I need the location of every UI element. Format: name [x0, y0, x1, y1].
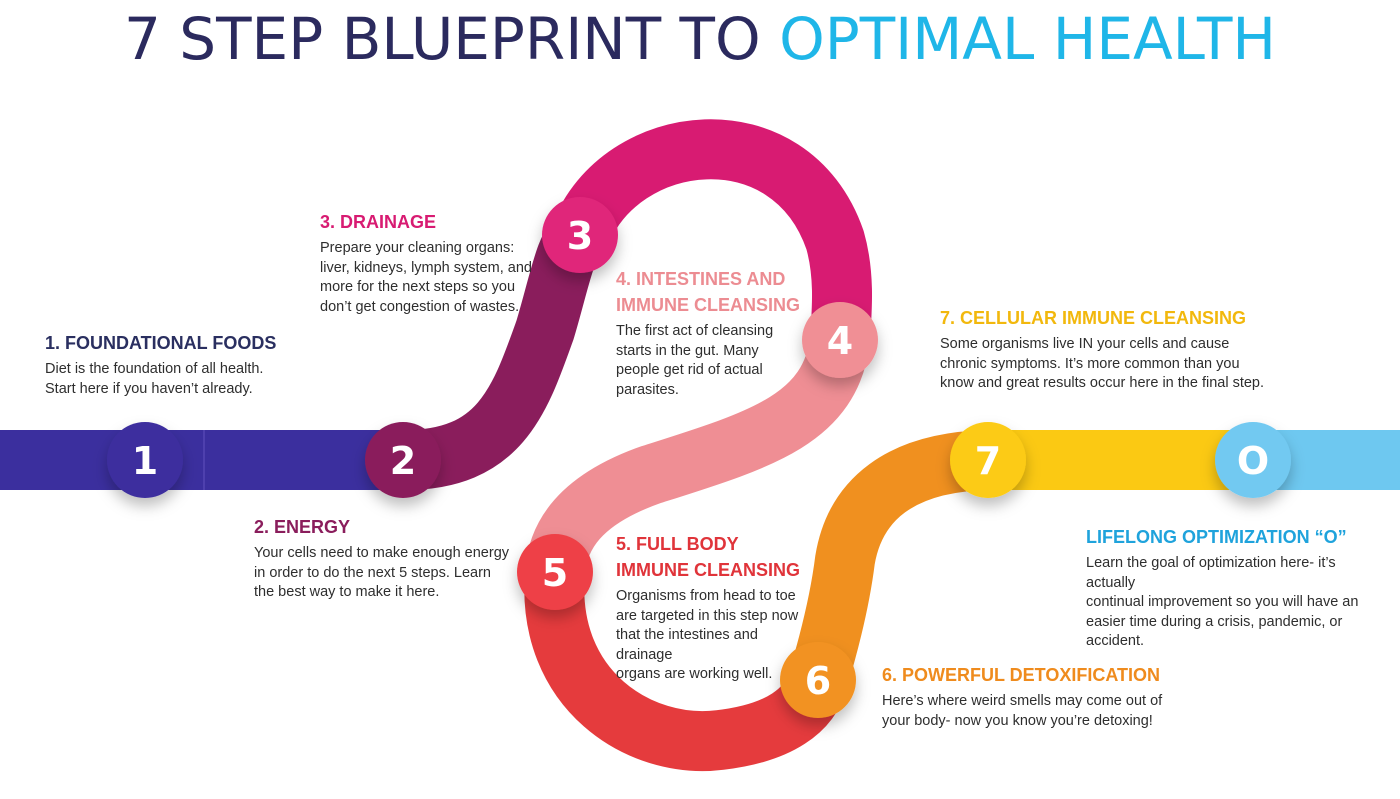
step-1-description: Diet is the foundation of all health. St… [45, 360, 375, 399]
step-5: 5. FULL BODY IMMUNE CLEANSING Organisms … [616, 531, 816, 685]
step-3-line: don’t get congestion of wastes. [320, 298, 520, 315]
step-4-line: The first act of cleansing [616, 323, 774, 339]
path-segment-1 [0, 430, 405, 490]
step-node-6: 6 [780, 642, 856, 718]
step-5-heading-line: 5. FULL BODY [616, 534, 739, 554]
step-3-line: liver, kidneys, lymph system, and [320, 259, 532, 276]
step-3-heading: 3. DRAINAGE [320, 212, 437, 232]
step-node-label: 5 [542, 551, 568, 595]
step-6-description: Here’s where weird smells may come out o… [882, 692, 1212, 731]
step-5-line: Organisms from head to toe [616, 588, 796, 604]
step-7-line: chronic symptoms. It’s more common than … [940, 355, 1240, 372]
step-2-description: Your cells need to make enough energy in… [254, 544, 584, 603]
step-4-line: people get rid of actual [616, 362, 763, 378]
step-5-description: Organisms from head to toe are targeted … [616, 587, 816, 685]
step-4-heading: 4. INTESTINES AND IMMUNE CLEANSING [616, 266, 816, 318]
step-nodes: 1 2 3 4 5 6 7 O [107, 197, 1291, 718]
step-7-line: know and great results occur here in the… [940, 375, 1265, 391]
step-node-1: 1 [107, 422, 183, 498]
step-2-line: in order to do the next 5 steps. Learn [254, 564, 491, 581]
step-5-heading: 5. FULL BODY IMMUNE CLEANSING [616, 531, 816, 583]
step-node-circle [950, 422, 1026, 498]
step-1-heading: 1. FOUNDATIONAL FOODS [45, 333, 277, 353]
step-2-line: Your cells need to make enough energy [254, 545, 510, 561]
step-node-circle [365, 422, 441, 498]
title-accent: OPTIMAL HEALTH [779, 5, 1277, 73]
step-optimization-line: easier time during a crisis, pandemic, o… [1086, 613, 1343, 650]
path-segment-6 [789, 430, 990, 689]
step-3-line: more for the next steps so you [320, 279, 516, 295]
step-7: 7. CELLULAR IMMUNE CLEANSING Some organi… [940, 305, 1300, 394]
step-5-line: are targeted in this step now [616, 607, 799, 624]
step-node-circle [542, 197, 618, 273]
step-4-heading-line: IMMUNE CLEANSING [616, 295, 800, 315]
step-6-line: your body- now you know you’re detoxing! [882, 712, 1153, 729]
step-3-line: Prepare your cleaning organs: [320, 240, 515, 256]
step-1: 1. FOUNDATIONAL FOODS Diet is the founda… [45, 330, 375, 399]
step-node-label: 1 [132, 439, 158, 483]
step-optimization: LIFELONG OPTIMIZATION “O” Learn the goal… [1086, 524, 1386, 652]
page-title: 7 STEP BLUEPRINT TO OPTIMAL HEALTH [0, 6, 1400, 72]
step-node-circle [1215, 422, 1291, 498]
step-node-label: 4 [827, 319, 853, 363]
step-6-line: Here’s where weird smells may come out o… [882, 693, 1163, 709]
step-5-line: that the intestines and drainage [616, 627, 758, 663]
step-node-label: 7 [975, 439, 1001, 483]
title-main: 7 STEP BLUEPRINT TO [123, 5, 761, 73]
step-2: 2. ENERGY Your cells need to make enough… [254, 514, 584, 603]
path-segment-4 [525, 335, 870, 576]
step-1-line: Diet is the foundation of all health. [45, 361, 264, 377]
step-node-label: 3 [567, 214, 593, 258]
step-node-label: 2 [390, 439, 416, 483]
step-7-description: Some organisms live IN your cells and ca… [940, 335, 1300, 394]
step-3: 3. DRAINAGE Prepare your cleaning organs… [320, 209, 560, 317]
step-node-circle [107, 422, 183, 498]
path-segment-7 [988, 430, 1253, 490]
step-4: 4. INTESTINES AND IMMUNE CLEANSING The f… [616, 266, 816, 400]
step-node-label: 6 [805, 659, 831, 703]
step-node-3: 3 [542, 197, 618, 273]
step-3-description: Prepare your cleaning organs: liver, kid… [320, 239, 560, 317]
step-7-line: Some organisms live IN your cells and ca… [940, 336, 1230, 352]
step-4-heading-line: 4. INTESTINES AND [616, 269, 786, 289]
step-optimization-line: Learn the goal of optimization here- it’… [1086, 555, 1336, 591]
step-5-line: organs are working well. [616, 666, 773, 682]
step-4-description: The first act of cleansing starts in the… [616, 322, 816, 400]
step-2-line: the best way to make it here. [254, 584, 440, 600]
step-optimization-line: continual improvement so you will have a… [1086, 594, 1359, 610]
step-node-circle [780, 642, 856, 718]
step-6-heading: 6. POWERFUL DETOXIFICATION [882, 665, 1161, 685]
step-node-circle [802, 302, 878, 378]
step-4-line: parasites. [616, 381, 679, 398]
path-segment-3 [551, 119, 873, 342]
step-1-line: Start here if you haven’t already. [45, 380, 253, 397]
step-2-heading: 2. ENERGY [254, 517, 351, 537]
step-node-4: 4 [802, 302, 878, 378]
step-6: 6. POWERFUL DETOXIFICATION Here’s where … [882, 662, 1212, 731]
step-4-line: starts in the gut. Many [616, 342, 759, 359]
step-node-label: O [1237, 439, 1269, 483]
step-node-2: 2 [365, 422, 441, 498]
step-node-7: 7 [950, 422, 1026, 498]
step-node-o: O [1215, 422, 1291, 498]
step-optimization-heading: LIFELONG OPTIMIZATION “O” [1086, 527, 1347, 547]
step-5-heading-line: IMMUNE CLEANSING [616, 560, 800, 580]
step-node-5: 5 [517, 534, 593, 610]
step-optimization-description: Learn the goal of optimization here- it’… [1086, 554, 1386, 652]
step-7-heading: 7. CELLULAR IMMUNE CLEANSING [940, 308, 1246, 328]
step-node-circle [517, 534, 593, 610]
